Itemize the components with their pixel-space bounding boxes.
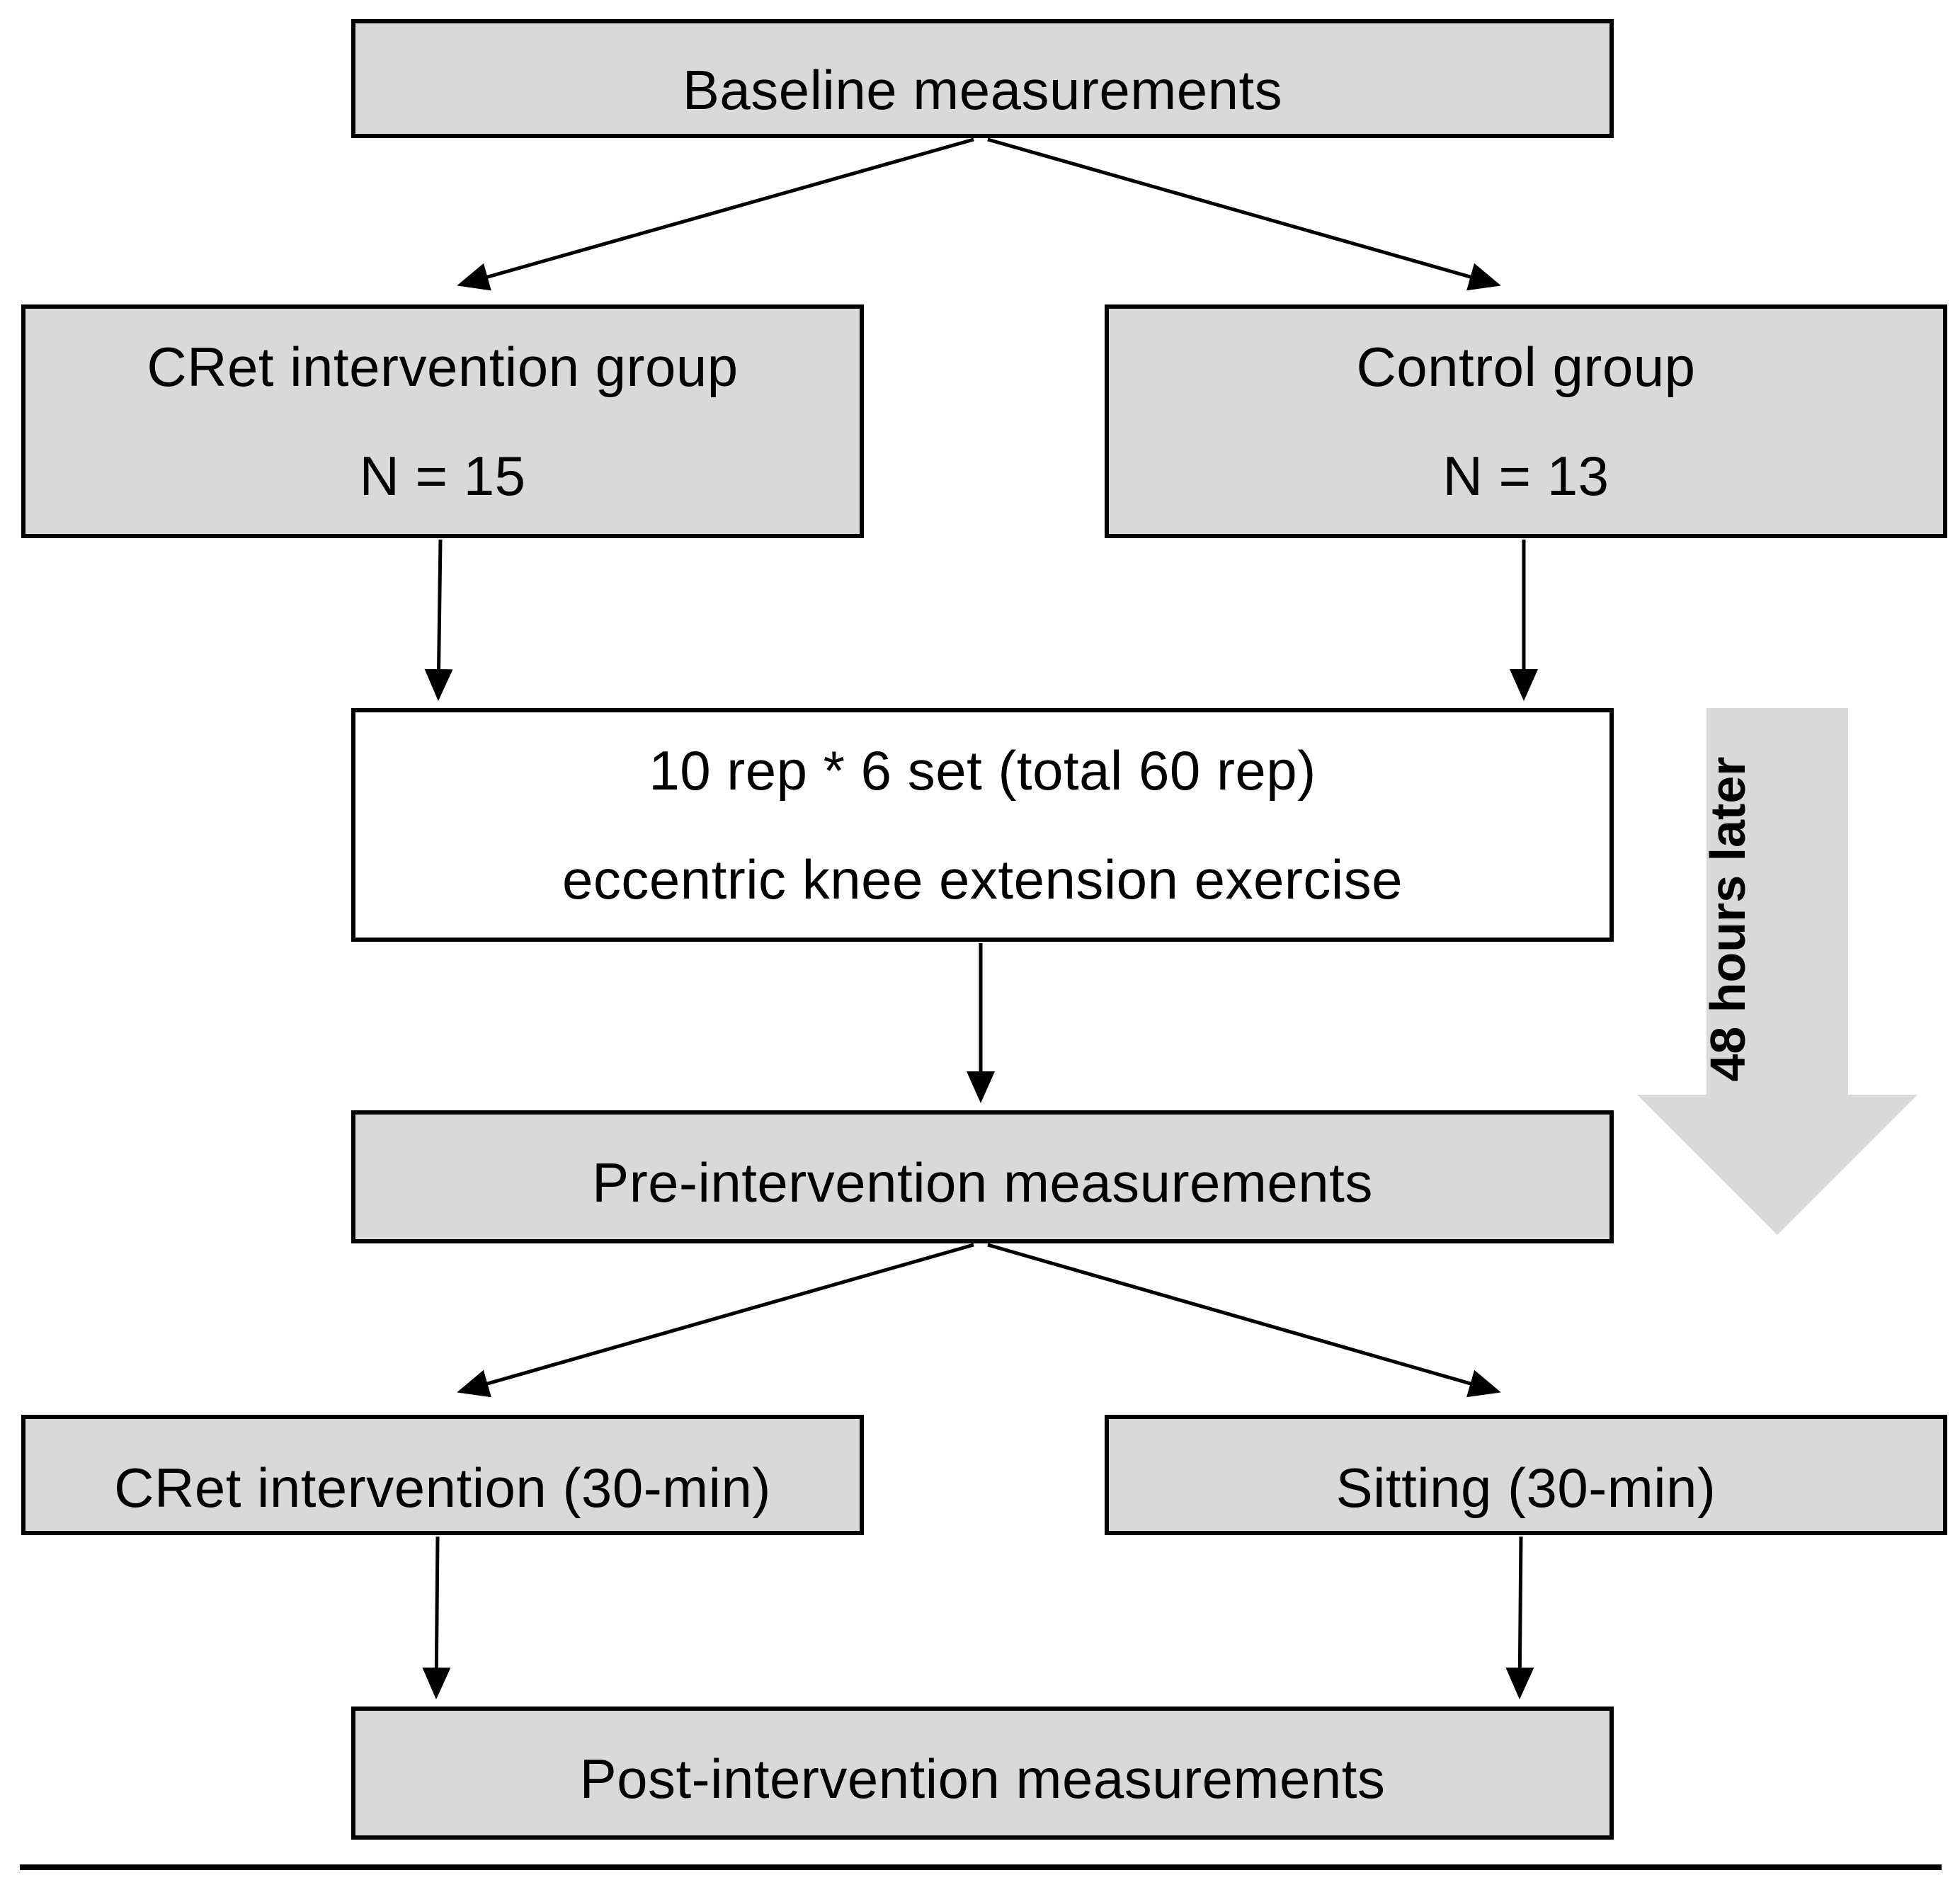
cret-intervention-label: CRet intervention (30-min) bbox=[114, 1457, 771, 1519]
baseline-measurements-box: Baseline measurements bbox=[351, 19, 1614, 138]
post-intervention-label: Post-intervention measurements bbox=[579, 1748, 1386, 1810]
pre-intervention-measurements-box: Pre-intervention measurements bbox=[351, 1110, 1614, 1243]
exercise-protocol-box: 10 rep * 6 set (total 60 rep) eccentric … bbox=[351, 708, 1614, 942]
arrow-pre-to-sitting bbox=[987, 1243, 1501, 1398]
time-arrow bbox=[1637, 708, 1918, 1235]
arrow-cret-intervention-to-post bbox=[422, 1536, 451, 1699]
cret-group-title: CRet intervention group bbox=[147, 336, 739, 398]
baseline-measurements-label: Baseline measurements bbox=[682, 59, 1283, 121]
pre-intervention-label: Pre-intervention measurements bbox=[592, 1151, 1373, 1214]
sitting-box: Sitting (30-min) bbox=[1105, 1415, 1947, 1535]
arrow-baseline-to-cret-group bbox=[457, 137, 974, 291]
post-intervention-measurements-box: Post-intervention measurements bbox=[351, 1707, 1614, 1840]
arrow-baseline-to-control-group bbox=[987, 137, 1501, 291]
exercise-repetitions-label: 10 rep * 6 set (total 60 rep) bbox=[649, 739, 1316, 802]
time-arrow-label: 48 hours later bbox=[1700, 756, 1755, 1082]
cret-intervention-box: CRet intervention (30-min) bbox=[21, 1415, 864, 1535]
control-group-count: N = 13 bbox=[1442, 445, 1609, 507]
cret-intervention-group-box: CRet intervention group N = 15 bbox=[21, 304, 864, 538]
sitting-label: Sitting (30-min) bbox=[1335, 1457, 1716, 1519]
arrow-cret-group-to-exercise bbox=[424, 539, 453, 701]
control-group-title: Control group bbox=[1356, 336, 1696, 398]
arrow-pre-to-cret-intervention bbox=[457, 1243, 974, 1398]
arrow-sitting-to-post bbox=[1505, 1536, 1534, 1699]
exercise-type-label: eccentric knee extension exercise bbox=[562, 848, 1403, 911]
cret-group-count: N = 15 bbox=[359, 445, 526, 507]
control-group-box: Control group N = 13 bbox=[1105, 304, 1947, 538]
